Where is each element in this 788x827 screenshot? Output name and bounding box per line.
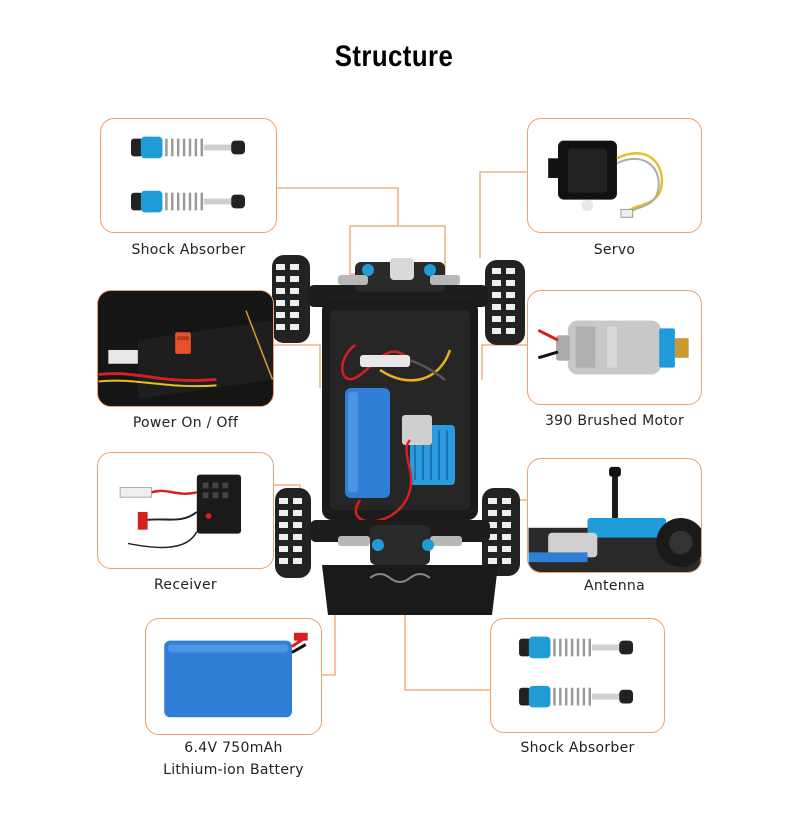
power-switch-illustration — [98, 291, 273, 406]
front-left-wheel — [272, 255, 310, 343]
label-antenna: Antenna — [584, 578, 645, 594]
rear-shocks — [338, 536, 462, 551]
label-battery-type: Lithium-ion Battery — [163, 762, 304, 778]
shock-absorber-illustration-bottom — [519, 636, 634, 708]
callout-shock-absorber-bottom — [490, 618, 665, 733]
callout-receiver — [97, 452, 274, 569]
receiver-illustration — [119, 474, 242, 549]
label-shock-absorber-top: Shock Absorber — [131, 242, 246, 258]
shock-absorber-illustration — [131, 136, 245, 213]
label-servo: Servo — [593, 242, 636, 258]
label-receiver: Receiver — [154, 577, 217, 593]
rear-wing — [322, 565, 498, 615]
antenna-illustration — [528, 466, 701, 572]
label-motor: 390 Brushed Motor — [544, 413, 685, 429]
callout-motor — [527, 290, 702, 405]
label-battery-spec: 6.4V 750mAh — [184, 740, 283, 756]
front-right-wheel — [485, 260, 525, 345]
rc-car-chassis — [272, 255, 525, 615]
callout-servo — [527, 118, 702, 233]
callout-antenna — [527, 458, 702, 573]
rear-left-wheel — [275, 488, 311, 578]
callout-power-switch — [97, 290, 274, 407]
label-power-switch: Power On / Off — [132, 415, 239, 431]
battery-illustration — [164, 632, 308, 718]
callout-battery — [145, 618, 322, 735]
rear-right-wheel — [482, 488, 520, 576]
callout-shock-absorber-top — [100, 118, 277, 233]
brushed-motor-illustration — [537, 320, 689, 375]
label-shock-absorber-bottom: Shock Absorber — [520, 740, 635, 756]
servo-illustration — [548, 140, 664, 218]
page-title: Structure — [334, 40, 454, 73]
front-shocks — [338, 264, 460, 285]
